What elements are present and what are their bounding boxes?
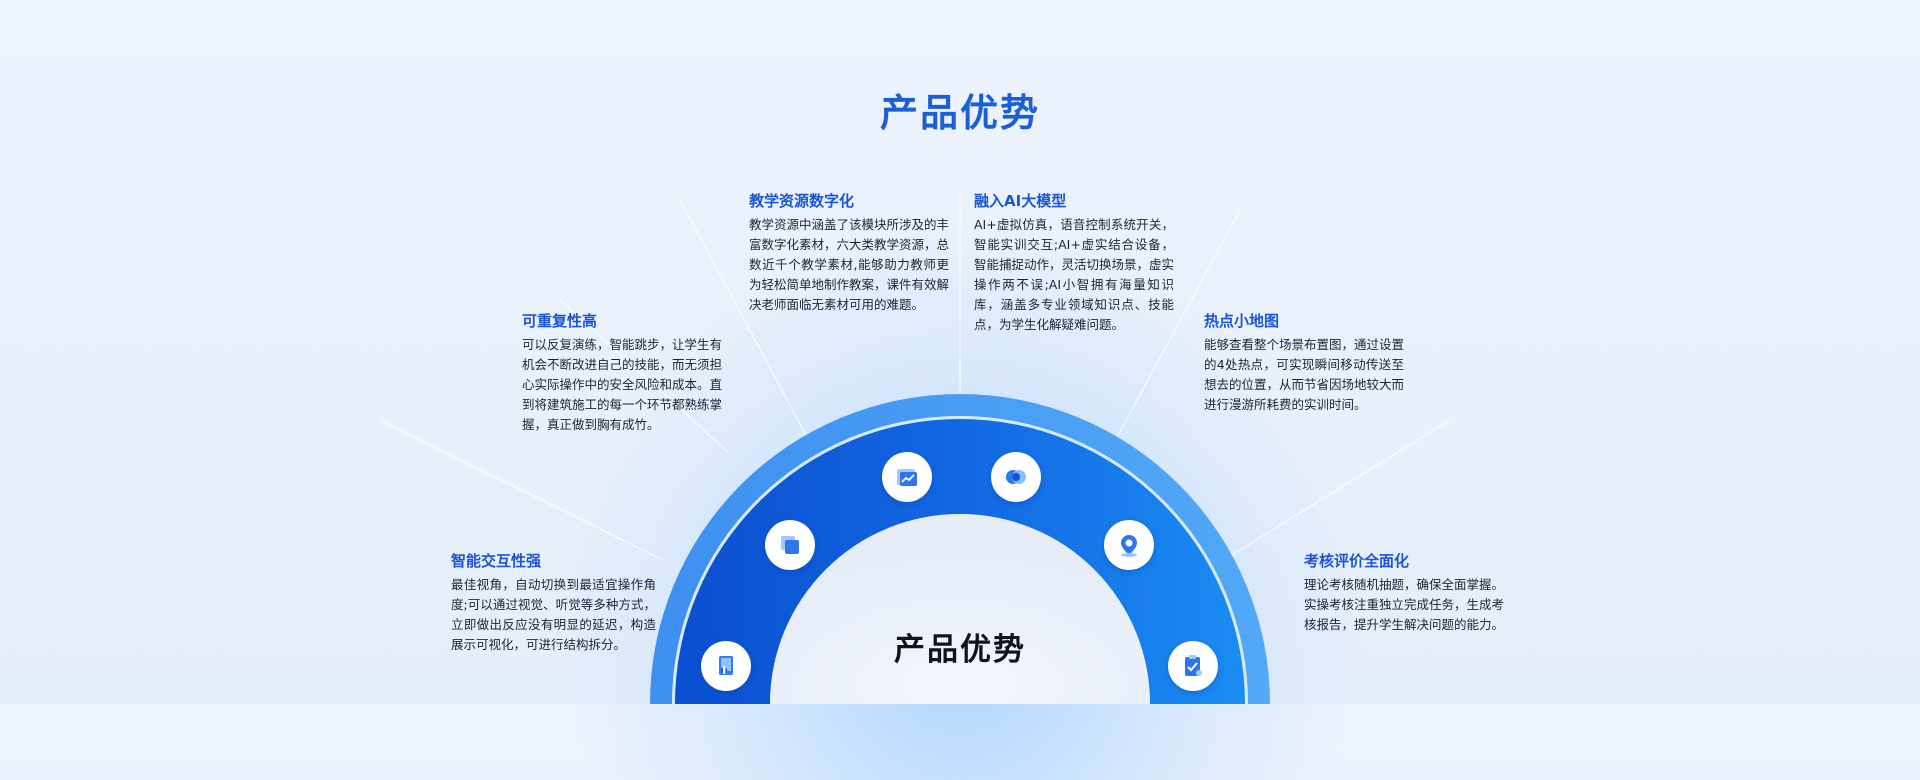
- clipboard-check-icon: [1168, 641, 1218, 691]
- feature-text: 可以反复演练，智能跳步，让学生有机会不断改进自己的技能，而无须担心实际操作中的安…: [522, 337, 723, 432]
- feature-repeatability: 可重复性高 可以反复演练，智能跳步，让学生有机会不断改进自己的技能，而无须担心实…: [522, 311, 722, 435]
- feature-text: 能够查看整个场景布置图，通过设置的4处热点，可实现瞬间移动传送至想去的位置，从而…: [1204, 337, 1405, 412]
- main-band: [675, 419, 1245, 704]
- spoke-lines: [379, 190, 1451, 564]
- layers-icon: [765, 520, 815, 570]
- feature-text: AI+虚拟仿真，语音控制系统开关，智能实训交互;AI+虚实结合设备，智能捕捉动作…: [974, 217, 1175, 332]
- feature-title: 融入AI大模型: [974, 192, 1067, 210]
- advantage-ring: [379, 190, 1451, 704]
- page-title: 产品优势: [879, 91, 1040, 135]
- feature-title: 智能交互性强: [451, 552, 542, 570]
- chart-screen-icon: [882, 452, 932, 502]
- feature-digital-resources: 教学资源数字化 教学资源中涵盖了该模块所涉及的丰富数字化素材，六大类教学资源，总…: [749, 191, 949, 315]
- feature-text: 理论考核随机抽题，确保全面掌握。实操考核注重独立完成任务，生成考核报告，提升学生…: [1304, 577, 1505, 632]
- center-disc: [770, 514, 1150, 704]
- feature-title: 可重复性高: [522, 312, 598, 330]
- ai-orb-icon: [991, 452, 1041, 502]
- location-map-icon: [1104, 520, 1154, 570]
- feature-interaction: 智能交互性强 最佳视角，自动切换到最适宜操作角度;可以通过视觉、听觉等多种方式，…: [451, 551, 656, 655]
- feature-title: 热点小地图: [1204, 312, 1280, 330]
- feature-title: 教学资源数字化: [749, 192, 855, 210]
- feature-hotspot-map: 热点小地图 能够查看整个场景布置图，通过设置的4处热点，可实现瞬间移动传送至想去…: [1204, 311, 1404, 415]
- center-label: 产品优势: [894, 632, 1026, 668]
- feature-title: 考核评价全面化: [1304, 552, 1410, 570]
- touch-screen-icon: [701, 641, 751, 691]
- feature-text: 最佳视角，自动切换到最适宜操作角度;可以通过视觉、听觉等多种方式，立即做出反应没…: [451, 577, 656, 652]
- feature-assessment: 考核评价全面化 理论考核随机抽题，确保全面掌握。实操考核注重独立完成任务，生成考…: [1304, 551, 1504, 635]
- product-advantages-section: 产品优势: [379, 91, 1505, 780]
- feature-ai-model: 融入AI大模型 AI+虚拟仿真，语音控制系统开关，智能实训交互;AI+虚实结合设…: [974, 191, 1174, 335]
- feature-text: 教学资源中涵盖了该模块所涉及的丰富数字化素材，六大类教学资源，总数近千个教学素材…: [749, 217, 950, 312]
